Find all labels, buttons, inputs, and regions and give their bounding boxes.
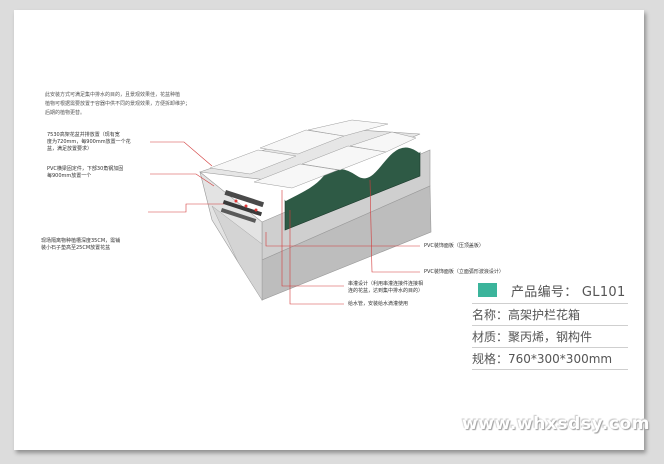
note-irrigation: 串灌设计（利用串灌连接件连接相 连的花盆，达到集中排水的目的） xyxy=(348,281,423,295)
leader-lines xyxy=(148,141,420,305)
wave-panel xyxy=(284,145,421,231)
divider xyxy=(472,325,628,326)
pvc-beams xyxy=(220,190,265,223)
divider xyxy=(472,369,628,370)
product-code-row: 产品编号： GL101 xyxy=(478,280,626,300)
product-size: 规格：760*300*300mm xyxy=(472,352,613,366)
note-water-pipe: 给水管，安装给水滴灌使用 xyxy=(348,301,409,307)
intro-line: 植物可根据需要放置于容器中供不同的景观效果，方便拆卸维护； xyxy=(45,101,191,107)
note-line: 度为720mm，每900mm放置一个花 xyxy=(47,139,131,145)
note-pvc-beam: PVC横梁固定件，下部30角钢加固 每900mm放置一个 xyxy=(47,166,123,180)
note-line: 7530高架花盆并排放置（现有宽 xyxy=(47,132,120,138)
planter-top xyxy=(199,119,421,189)
divider xyxy=(472,303,628,304)
note-line: 装小石子垫高至25CM放置花盆 xyxy=(41,245,111,251)
product-material: 材质：聚丙烯，钢构件 xyxy=(472,330,593,344)
note-line: PVC横梁固定件，下部30角钢加固 xyxy=(47,166,124,172)
product-name: 名称：高架护栏花箱 xyxy=(472,308,581,322)
note-line: 连的花盆，达到集中排水的目的） xyxy=(348,288,424,294)
note-bracket: 7530高架花盆并排放置（现有宽 度为720mm，每900mm放置一个花 盆，满… xyxy=(47,132,131,153)
note-soil: 现场隔离物种植槽深度35CM，需铺 装小石子垫高至25CM放置花盆 xyxy=(41,238,120,252)
watermark: www.whxsdsy.com xyxy=(462,414,651,434)
divider xyxy=(472,347,628,348)
brand-swatch xyxy=(478,283,497,297)
product-code: 产品编号： GL101 xyxy=(511,284,626,300)
note-line: 每900mm放置一个 xyxy=(47,173,92,179)
intro-text: 此安装方式可满足集中排水的目的，且景观效果佳，花盆种植 植物可根据需要放置于容器… xyxy=(45,91,225,118)
note-line: 串灌设计（利用串灌连接件连接相 xyxy=(348,281,424,287)
note-line: 盆，满足放置要求） xyxy=(47,146,93,152)
intro-line: 此安装方式可满足集中排水的目的，且景观效果佳，花盆种植 xyxy=(45,92,181,98)
note-line: 现场隔离物种植槽深度35CM，需铺 xyxy=(41,238,121,244)
intro-line: 后期的植物更替。 xyxy=(45,110,86,116)
note-pvc-panel-flat: PVC装饰面板（压顶盖板） xyxy=(424,243,484,249)
note-pvc-panel-wave: PVC装饰面板（立面弧形波浪设计） xyxy=(424,269,504,275)
